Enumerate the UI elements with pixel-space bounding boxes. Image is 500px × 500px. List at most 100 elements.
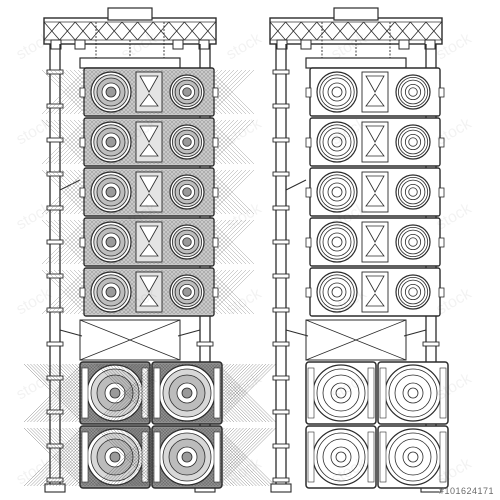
coupler bbox=[46, 239, 64, 245]
coupler bbox=[272, 477, 290, 483]
coupler bbox=[272, 375, 290, 381]
side-rail bbox=[379, 431, 387, 483]
rigging-tab bbox=[438, 287, 445, 298]
rigging-tab bbox=[305, 187, 312, 198]
dust-cap bbox=[109, 451, 121, 463]
horn-flare bbox=[365, 225, 385, 257]
dust-cap bbox=[331, 136, 343, 148]
stock-id-watermark: #101624171 bbox=[438, 486, 494, 496]
subwoofer-cabinet bbox=[305, 361, 377, 425]
side-rail bbox=[153, 367, 161, 419]
clamp bbox=[300, 39, 312, 50]
dust-cap bbox=[182, 287, 192, 297]
dust-cap bbox=[181, 451, 193, 463]
side-rail bbox=[213, 431, 221, 483]
side-rail bbox=[307, 431, 315, 483]
horn-flare bbox=[365, 125, 385, 157]
clamp bbox=[172, 39, 184, 50]
rigging-tab bbox=[212, 287, 219, 298]
side-rail bbox=[81, 367, 89, 419]
dust-cap bbox=[408, 137, 418, 147]
subwoofer-stack bbox=[23, 319, 276, 489]
watermark-pattern: stock bbox=[224, 200, 266, 234]
side-rail bbox=[367, 431, 375, 483]
dust-cap bbox=[331, 286, 343, 298]
motor-hoist bbox=[333, 7, 379, 21]
coupler bbox=[46, 205, 64, 211]
coupler bbox=[272, 69, 290, 75]
rigging-tab bbox=[212, 87, 219, 98]
side-rail bbox=[213, 367, 221, 419]
dust-cap bbox=[182, 137, 192, 147]
base-plate bbox=[44, 483, 66, 493]
side-rail bbox=[307, 367, 315, 419]
coupler bbox=[46, 307, 64, 313]
watermark-pattern: stock bbox=[434, 30, 476, 64]
coupler bbox=[272, 443, 290, 449]
coupler bbox=[46, 477, 64, 483]
dust-cap bbox=[331, 236, 343, 248]
fly-bar bbox=[305, 57, 407, 69]
coupler bbox=[272, 171, 290, 177]
side-rail bbox=[367, 367, 375, 419]
line-array-module bbox=[41, 167, 255, 217]
dust-cap bbox=[335, 451, 347, 463]
dust-cap bbox=[335, 387, 347, 399]
horn-flare bbox=[139, 75, 159, 107]
line-array bbox=[305, 57, 445, 317]
coupler bbox=[46, 69, 64, 75]
dust-cap bbox=[109, 387, 121, 399]
horn-flare bbox=[139, 275, 159, 307]
clamp bbox=[276, 39, 288, 50]
rigging-tab bbox=[438, 237, 445, 248]
dust-cap bbox=[331, 86, 343, 98]
rigging-tab bbox=[305, 237, 312, 248]
rigging-tab bbox=[438, 137, 445, 148]
subwoofer-cabinet bbox=[377, 361, 449, 425]
coupler bbox=[272, 205, 290, 211]
dust-cap bbox=[105, 186, 117, 198]
subwoofer-stack bbox=[305, 319, 449, 489]
dust-cap bbox=[407, 387, 419, 399]
watermark-pattern: stock bbox=[14, 370, 56, 404]
rigging-tab bbox=[212, 137, 219, 148]
horn-flare bbox=[365, 75, 385, 107]
side-rail bbox=[379, 367, 387, 419]
coupler bbox=[46, 171, 64, 177]
rigging-tab bbox=[438, 187, 445, 198]
horn-flare bbox=[365, 275, 385, 307]
dust-cap bbox=[182, 187, 192, 197]
coupler bbox=[272, 409, 290, 415]
rigging-tab bbox=[305, 87, 312, 98]
rigging-tab bbox=[79, 287, 86, 298]
watermark-pattern: stock bbox=[224, 115, 266, 149]
line-array-module bbox=[305, 267, 445, 317]
dust-cap bbox=[105, 286, 117, 298]
dust-cap bbox=[408, 237, 418, 247]
coupler bbox=[272, 307, 290, 313]
clamp bbox=[198, 39, 210, 50]
horn-flare bbox=[365, 175, 385, 207]
dust-cap bbox=[105, 136, 117, 148]
line-array bbox=[41, 57, 255, 317]
subwoofer-cabinet bbox=[95, 361, 276, 425]
motor-hoist bbox=[107, 7, 153, 21]
base-plate bbox=[270, 483, 292, 493]
watermark-pattern: stock bbox=[14, 115, 56, 149]
line-array-module bbox=[41, 267, 255, 317]
coupler bbox=[46, 137, 64, 143]
subwoofer-cabinet bbox=[305, 425, 377, 489]
rigging-tab bbox=[212, 187, 219, 198]
watermark-pattern: stock bbox=[224, 30, 266, 64]
line-array-module bbox=[41, 117, 255, 167]
dust-cap bbox=[105, 236, 117, 248]
clamp bbox=[424, 39, 436, 50]
clamp bbox=[50, 39, 62, 50]
dust-cap bbox=[408, 187, 418, 197]
side-rail bbox=[439, 431, 447, 483]
line-array-module bbox=[41, 67, 255, 117]
dust-cap bbox=[182, 87, 192, 97]
line-array-module bbox=[305, 117, 445, 167]
subwoofer-cabinet bbox=[23, 425, 204, 489]
side-rail bbox=[81, 431, 89, 483]
